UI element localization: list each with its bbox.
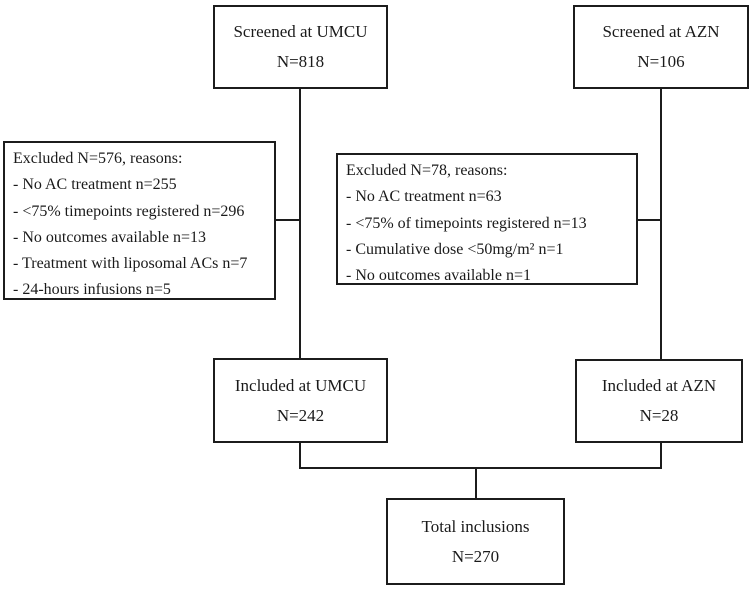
screened-umcu-count: N=818 <box>276 52 325 71</box>
connector-excluded-azn-branch <box>638 219 661 221</box>
screened-azn-label: Screened at AZN <box>602 22 720 41</box>
excluded-umcu-reason-5: - 24-hours infusions n=5 <box>13 281 171 299</box>
excluded-azn-reason-1: - No AC treatment n=63 <box>346 188 502 206</box>
included-umcu-label: Included at UMCU <box>234 375 367 395</box>
excluded-umcu-reason-4: - Treatment with liposomal ACs n=7 <box>13 255 248 273</box>
box-excluded-azn: Excluded N=78, reasons: - No AC treatmen… <box>336 153 638 285</box>
connector-merge-to-total <box>475 467 477 498</box>
connector-included-azn-down <box>660 443 662 469</box>
box-excluded-umcu: Excluded N=576, reasons: - No AC treatme… <box>3 141 276 300</box>
included-azn-label: Included at AZN <box>601 376 717 395</box>
included-azn-count: N=28 <box>639 406 679 425</box>
total-inclusions-count: N=270 <box>451 546 500 566</box>
box-total-inclusions: Total inclusions N=270 <box>386 498 565 585</box>
excluded-umcu-header: Excluded N=576, reasons: <box>13 150 183 167</box>
connector-merge-horizontal <box>299 467 662 469</box>
screened-umcu-label: Screened at UMCU <box>233 22 368 41</box>
excluded-azn-reason-3: - Cumulative dose <50mg/m² n=1 <box>346 240 564 258</box>
excluded-umcu-reason-3: - No outcomes available n=13 <box>13 228 206 246</box>
excluded-umcu-reason-1: - No AC treatment n=255 <box>13 176 177 194</box>
total-inclusions-label: Total inclusions <box>421 516 530 536</box>
included-umcu-count: N=242 <box>276 405 325 425</box>
box-screened-umcu: Screened at UMCU N=818 <box>213 5 388 89</box>
box-included-azn: Included at AZN N=28 <box>575 359 743 443</box>
box-included-umcu: Included at UMCU N=242 <box>213 358 388 443</box>
excluded-umcu-reason-2: - <75% timepoints registered n=296 <box>13 202 245 220</box>
connector-screened-azn-to-included <box>660 89 662 359</box>
excluded-azn-reason-4: - No outcomes available n=1 <box>346 267 531 285</box>
box-screened-azn: Screened at AZN N=106 <box>573 5 749 89</box>
connector-screened-umcu-to-included <box>299 89 301 358</box>
excluded-azn-reason-2: - <75% of timepoints registered n=13 <box>346 214 587 232</box>
screened-azn-count: N=106 <box>637 52 685 71</box>
connector-included-umcu-down <box>299 443 301 469</box>
connector-excluded-umcu-branch <box>276 219 300 221</box>
excluded-azn-header: Excluded N=78, reasons: <box>346 162 508 179</box>
